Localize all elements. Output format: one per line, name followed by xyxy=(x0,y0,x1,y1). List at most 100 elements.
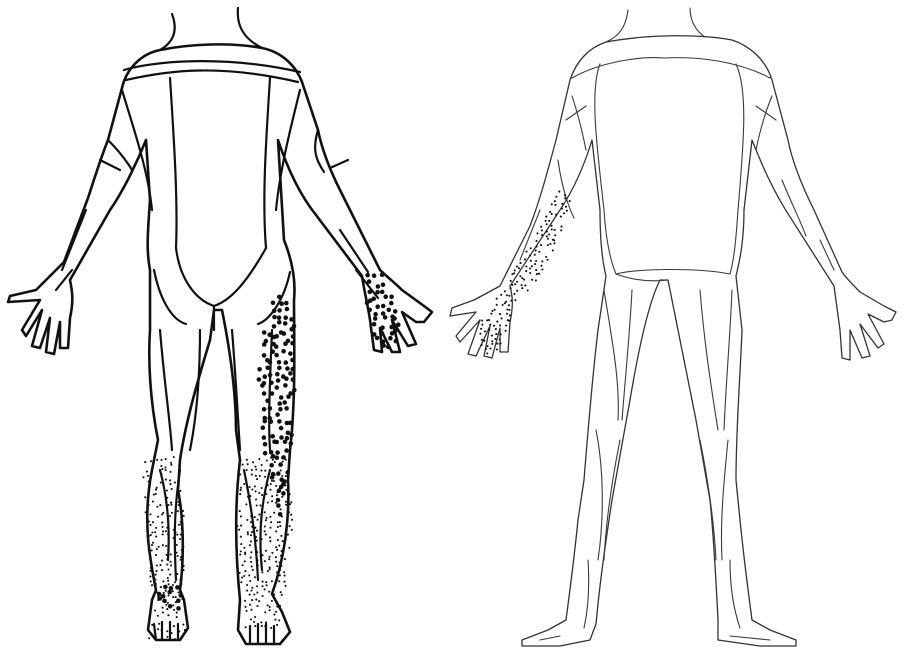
shading-dot xyxy=(166,636,168,638)
shading-dot xyxy=(171,512,173,514)
shading-dot xyxy=(291,334,296,339)
shading-dot xyxy=(279,435,284,440)
shading-dot xyxy=(166,563,168,565)
shading-dot xyxy=(165,545,167,547)
shading-dot xyxy=(238,529,240,531)
shading-dot xyxy=(560,216,562,218)
shading-dot xyxy=(388,336,393,341)
shading-dot xyxy=(372,322,377,327)
shading-dot xyxy=(154,578,156,580)
shading-dot xyxy=(554,234,556,236)
shading-dot xyxy=(486,352,488,354)
shading-dot xyxy=(521,284,523,286)
shading-dot xyxy=(180,583,182,585)
shading-dot xyxy=(165,458,167,460)
shading-dot xyxy=(254,576,256,578)
shading-dot xyxy=(487,345,489,347)
shading-dot xyxy=(274,474,276,476)
shading-dot xyxy=(508,304,510,306)
shading-dot xyxy=(506,313,508,315)
shading-dot xyxy=(535,246,537,248)
shading-dot xyxy=(260,470,262,472)
shading-dot xyxy=(551,225,553,227)
shading-dot xyxy=(173,625,175,627)
shading-dot xyxy=(159,504,161,506)
shading-dot xyxy=(162,639,164,641)
shading-dot xyxy=(166,608,168,610)
shading-dot xyxy=(181,598,183,600)
shading-dot xyxy=(508,295,510,297)
shading-dot xyxy=(255,498,257,500)
shading-dot xyxy=(167,568,169,570)
shading-dot xyxy=(289,317,294,322)
shading-dot xyxy=(170,564,172,566)
shading-dot xyxy=(365,301,370,306)
shading-dot xyxy=(545,216,547,218)
shading-dot xyxy=(167,517,169,519)
shading-dot xyxy=(560,229,562,231)
shading-dot xyxy=(244,560,246,562)
shading-dot xyxy=(246,584,248,586)
shading-dot xyxy=(240,525,242,527)
shading-dot xyxy=(172,590,174,592)
shading-dot xyxy=(564,197,566,199)
shading-dot xyxy=(270,627,272,629)
shading-dot xyxy=(563,212,565,214)
shading-dot xyxy=(508,309,510,311)
shading-dot xyxy=(277,575,279,577)
shading-dot xyxy=(558,191,560,193)
shading-dot xyxy=(287,534,289,536)
shading-dot xyxy=(161,560,163,562)
shading-dot xyxy=(277,521,279,523)
shading-dot xyxy=(535,249,537,251)
shading-dot xyxy=(271,301,276,306)
shading-dot xyxy=(250,521,252,523)
shading-dot xyxy=(288,511,290,513)
shading-dot xyxy=(289,525,291,527)
shading-dot xyxy=(244,553,246,555)
shading-dot xyxy=(514,299,516,301)
shading-dot xyxy=(162,544,164,546)
shading-dot xyxy=(167,614,169,616)
shading-dot xyxy=(367,308,372,313)
shading-dot xyxy=(243,483,245,485)
shading-dot xyxy=(284,301,289,306)
shading-dot xyxy=(290,367,295,372)
shading-dot xyxy=(527,289,529,291)
shading-dot xyxy=(183,565,185,567)
shading-dot xyxy=(144,496,146,498)
shading-dot xyxy=(283,571,285,573)
shading-dot xyxy=(245,626,247,628)
shading-dot xyxy=(486,319,488,321)
shading-dot xyxy=(258,513,260,515)
shading-dot xyxy=(267,332,272,337)
shading-dot xyxy=(516,281,518,283)
shading-dot xyxy=(269,556,271,558)
shading-dot xyxy=(182,569,184,571)
shading-dot xyxy=(153,494,155,496)
shading-dot xyxy=(148,637,150,639)
shading-dot xyxy=(488,319,490,321)
shading-dot xyxy=(263,451,268,456)
shading-dot xyxy=(547,238,549,240)
shading-dot xyxy=(264,491,266,493)
shading-dot xyxy=(265,493,267,495)
shading-dot xyxy=(161,526,163,528)
shading-dot xyxy=(263,374,268,379)
shading-dot xyxy=(267,604,269,606)
shading-dot xyxy=(242,564,244,566)
shading-dot xyxy=(538,251,540,253)
shading-dot xyxy=(262,391,267,396)
shading-dot xyxy=(172,596,174,598)
shading-dot xyxy=(173,456,175,458)
shading-dot xyxy=(548,220,550,222)
shading-dot xyxy=(518,267,520,269)
shading-dot xyxy=(279,605,281,607)
shading-dot xyxy=(152,542,154,544)
shading-dot xyxy=(151,584,153,586)
shading-dot xyxy=(481,319,483,321)
shading-dot xyxy=(368,290,373,295)
shading-dot xyxy=(170,502,172,504)
shading-dot xyxy=(551,228,553,230)
